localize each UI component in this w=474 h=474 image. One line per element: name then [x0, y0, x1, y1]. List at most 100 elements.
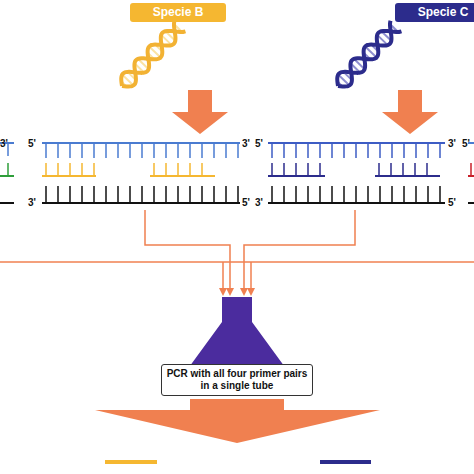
- dna-strand: [150, 175, 215, 177]
- base-tick: [367, 143, 369, 158]
- base-tick: [331, 186, 333, 203]
- primer: [0, 175, 14, 177]
- dna-strand: [42, 202, 240, 204]
- dna-panel: [268, 143, 445, 203]
- base-tick: [153, 163, 155, 176]
- base-tick: [93, 186, 95, 203]
- base-tick: [129, 186, 131, 203]
- output-arrow: [95, 399, 380, 443]
- node-text: Specie B: [153, 5, 204, 19]
- base-tick: [7, 163, 9, 176]
- helix-strand: [121, 21, 175, 86]
- base-tick: [129, 143, 131, 158]
- dna-strand: [42, 142, 240, 144]
- base-tick: [319, 163, 321, 176]
- arrowhead-group: [219, 288, 255, 296]
- base-tick: [391, 143, 393, 158]
- base-tick: [57, 186, 59, 203]
- block-arrow: [172, 90, 228, 134]
- strand-end-label: 5': [462, 139, 470, 149]
- strand-end-label: 5': [242, 198, 250, 208]
- base-tick: [331, 143, 333, 158]
- base-tick: [237, 143, 239, 158]
- dna-panel: [42, 143, 240, 203]
- base-tick: [283, 186, 285, 203]
- base-tick: [177, 143, 179, 158]
- arrowhead: [247, 288, 255, 296]
- wire: [250, 262, 252, 290]
- process-box: PCR with all four primer pairs in a sing…: [161, 364, 313, 396]
- base-tick: [45, 186, 47, 203]
- base-tick: [177, 163, 179, 176]
- base-tick: [141, 143, 143, 158]
- wire-group: [0, 210, 474, 290]
- base-tick: [225, 186, 227, 203]
- strand-end-label: 3': [0, 139, 8, 149]
- base-tick: [427, 143, 429, 158]
- product-band: [105, 460, 157, 464]
- base-tick: [343, 143, 345, 158]
- base-tick: [271, 186, 273, 203]
- strand-end-label: 3': [28, 198, 36, 208]
- base-tick: [201, 186, 203, 203]
- base-tick: [283, 163, 285, 176]
- base-tick: [390, 163, 392, 176]
- base-tick: [57, 163, 59, 176]
- base-tick: [439, 186, 441, 203]
- base-tick: [271, 143, 273, 158]
- base-tick: [93, 163, 95, 176]
- base-tick: [379, 186, 381, 203]
- base-tick: [81, 163, 83, 176]
- wire: [145, 210, 230, 290]
- node-text: Specie C: [418, 5, 469, 19]
- dna-helix: [337, 21, 401, 87]
- base-tick: [426, 163, 428, 176]
- species-label: Specie C: [395, 3, 474, 22]
- base-tick: [177, 186, 179, 203]
- base-tick: [213, 186, 215, 203]
- base-tick: [378, 163, 380, 176]
- base-tick: [69, 186, 71, 203]
- base-tick: [81, 143, 83, 158]
- base-tick: [165, 186, 167, 203]
- arrowhead: [240, 288, 248, 296]
- base-tick: [117, 143, 119, 158]
- dna-strand: [0, 202, 14, 204]
- arrowhead: [226, 288, 234, 296]
- base-tick: [69, 143, 71, 158]
- base-tick: [81, 186, 83, 203]
- base-tick: [117, 186, 119, 203]
- base-tick: [201, 163, 203, 176]
- node-text: PCR with all four primer pairs in a sing…: [165, 368, 309, 392]
- base-tick: [45, 163, 47, 176]
- base-tick: [355, 143, 357, 158]
- helix-strand: [337, 21, 391, 86]
- base-tick: [295, 143, 297, 158]
- base-tick: [105, 143, 107, 158]
- base-tick: [283, 143, 285, 158]
- base-tick: [402, 163, 404, 176]
- base-tick: [319, 143, 321, 158]
- dna-strand: [468, 202, 474, 204]
- dna-strand: [375, 175, 440, 177]
- base-tick: [307, 143, 309, 158]
- base-tick: [93, 143, 95, 158]
- strand-end-label: 3': [255, 198, 263, 208]
- base-tick: [319, 186, 321, 203]
- strand-end-label: 5': [28, 139, 36, 149]
- base-tick: [295, 163, 297, 176]
- base-tick: [165, 143, 167, 158]
- base-tick: [391, 186, 393, 203]
- base-tick: [427, 186, 429, 203]
- block-arrow: [382, 90, 438, 134]
- base-tick: [189, 143, 191, 158]
- base-tick: [69, 163, 71, 176]
- base-tick: [189, 163, 191, 176]
- species-label: Specie B: [130, 3, 226, 22]
- base-tick: [403, 186, 405, 203]
- base-tick: [403, 143, 405, 158]
- strand-end-label: 3': [448, 139, 456, 149]
- base-tick: [213, 143, 215, 158]
